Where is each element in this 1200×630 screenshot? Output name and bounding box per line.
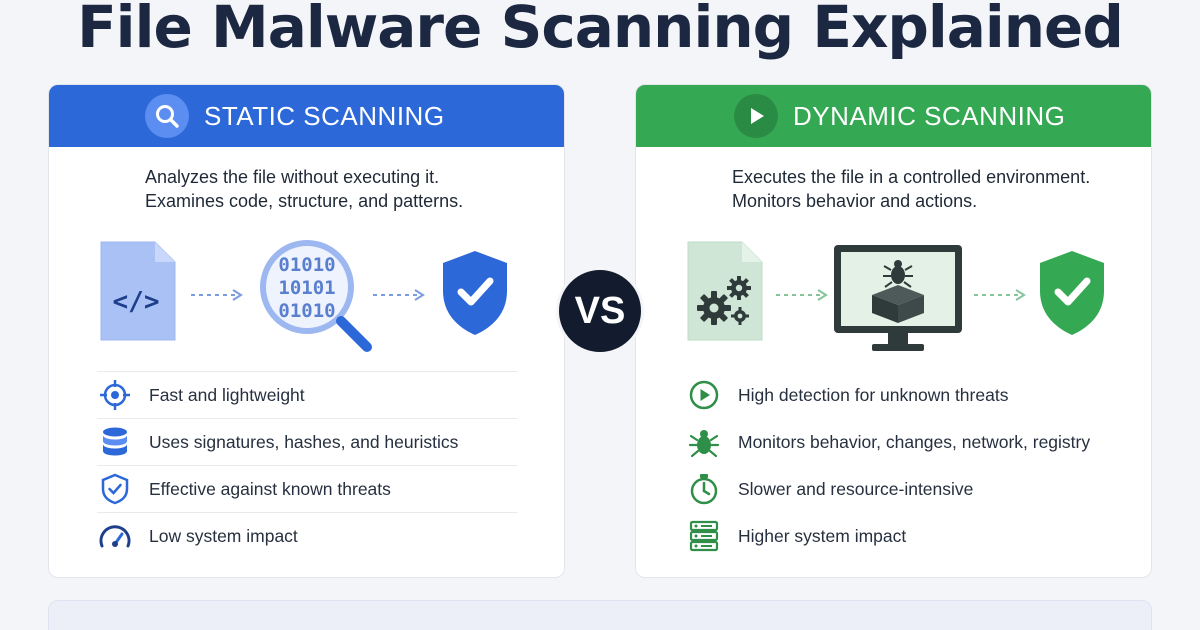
- feature-label: Effective against known threats: [149, 478, 391, 499]
- static-card-title: STATIC SCANNING: [204, 100, 445, 131]
- code-symbol: </>: [113, 287, 160, 317]
- vs-badge: VS: [556, 267, 644, 355]
- dynamic-feature-list: High detection for unknown threats Monit…: [686, 371, 1106, 559]
- list-item: Effective against known threats: [97, 465, 517, 512]
- list-item: Fast and lightweight: [97, 371, 517, 418]
- static-description-line: Analyzes the file without executing it.: [145, 167, 440, 187]
- binary-line: 01010: [278, 300, 335, 322]
- bug-icon: [686, 424, 722, 460]
- list-item: Slower and resource-intensive: [686, 465, 1106, 512]
- feature-label: Low system impact: [149, 525, 298, 546]
- arrow-right-icon: [191, 289, 243, 301]
- static-description: Analyzes the file without executing it. …: [145, 165, 463, 213]
- shield-check-icon: [443, 251, 507, 335]
- binary-line: 10101: [278, 277, 335, 299]
- shield-check-icon: [97, 471, 133, 507]
- bottom-panel: [48, 600, 1152, 630]
- dynamic-card-title: DYNAMIC SCANNING: [793, 100, 1066, 131]
- play-circle-icon: [686, 377, 722, 413]
- stopwatch-icon: [686, 471, 722, 507]
- arrow-right-icon: [373, 289, 425, 301]
- list-item: Low system impact: [97, 512, 517, 559]
- static-feature-list: Fast and lightweight Uses signatures, ha…: [97, 371, 517, 559]
- dynamic-description: Executes the file in a controlled enviro…: [732, 165, 1090, 213]
- gauge-icon: [97, 518, 133, 554]
- arrow-right-icon: [974, 289, 1026, 301]
- search-icon: [145, 94, 189, 138]
- dynamic-description-line: Executes the file in a controlled enviro…: [732, 167, 1091, 187]
- static-scanning-card: STATIC SCANNING Analyzes the file withou…: [48, 84, 565, 578]
- dynamic-card-header: DYNAMIC SCANNING: [636, 85, 1151, 147]
- play-icon: [734, 94, 778, 138]
- list-item: Monitors behavior, changes, network, reg…: [686, 418, 1106, 465]
- feature-label: High detection for unknown threats: [738, 384, 1009, 405]
- binary-line: 01010: [278, 254, 335, 276]
- list-item: Uses signatures, hashes, and heuristics: [97, 418, 517, 465]
- feature-label: Monitors behavior, changes, network, reg…: [738, 431, 1091, 452]
- feature-label: Higher system impact: [738, 525, 907, 546]
- static-description-line: Examines code, structure, and patterns.: [145, 191, 464, 211]
- crosshair-icon: [97, 377, 133, 413]
- gear-file-icon: [687, 241, 763, 341]
- arrow-right-icon: [776, 289, 828, 301]
- code-file-icon: </>: [100, 241, 176, 341]
- feature-label: Fast and lightweight: [149, 384, 305, 405]
- database-icon: [97, 424, 133, 460]
- static-card-header: STATIC SCANNING: [49, 85, 564, 147]
- sandbox-monitor-icon: [834, 245, 962, 351]
- list-item: High detection for unknown threats: [686, 371, 1106, 418]
- static-process-visual: </> 01010 10101 01010: [49, 235, 564, 365]
- dynamic-scanning-card: DYNAMIC SCANNING Executes the file in a …: [635, 84, 1152, 578]
- feature-label: Uses signatures, hashes, and heuristics: [149, 431, 459, 452]
- list-item: Higher system impact: [686, 512, 1106, 559]
- server-icon: [686, 518, 722, 554]
- page-title: File Malware Scanning Explained: [77, 0, 1124, 61]
- dynamic-description-line: Monitors behavior and actions.: [732, 191, 978, 211]
- shield-check-icon: [1040, 251, 1104, 335]
- magnifier-binary-icon: 01010 10101 01010: [260, 240, 372, 352]
- feature-label: Slower and resource-intensive: [738, 478, 974, 499]
- dynamic-process-visual: [636, 235, 1151, 365]
